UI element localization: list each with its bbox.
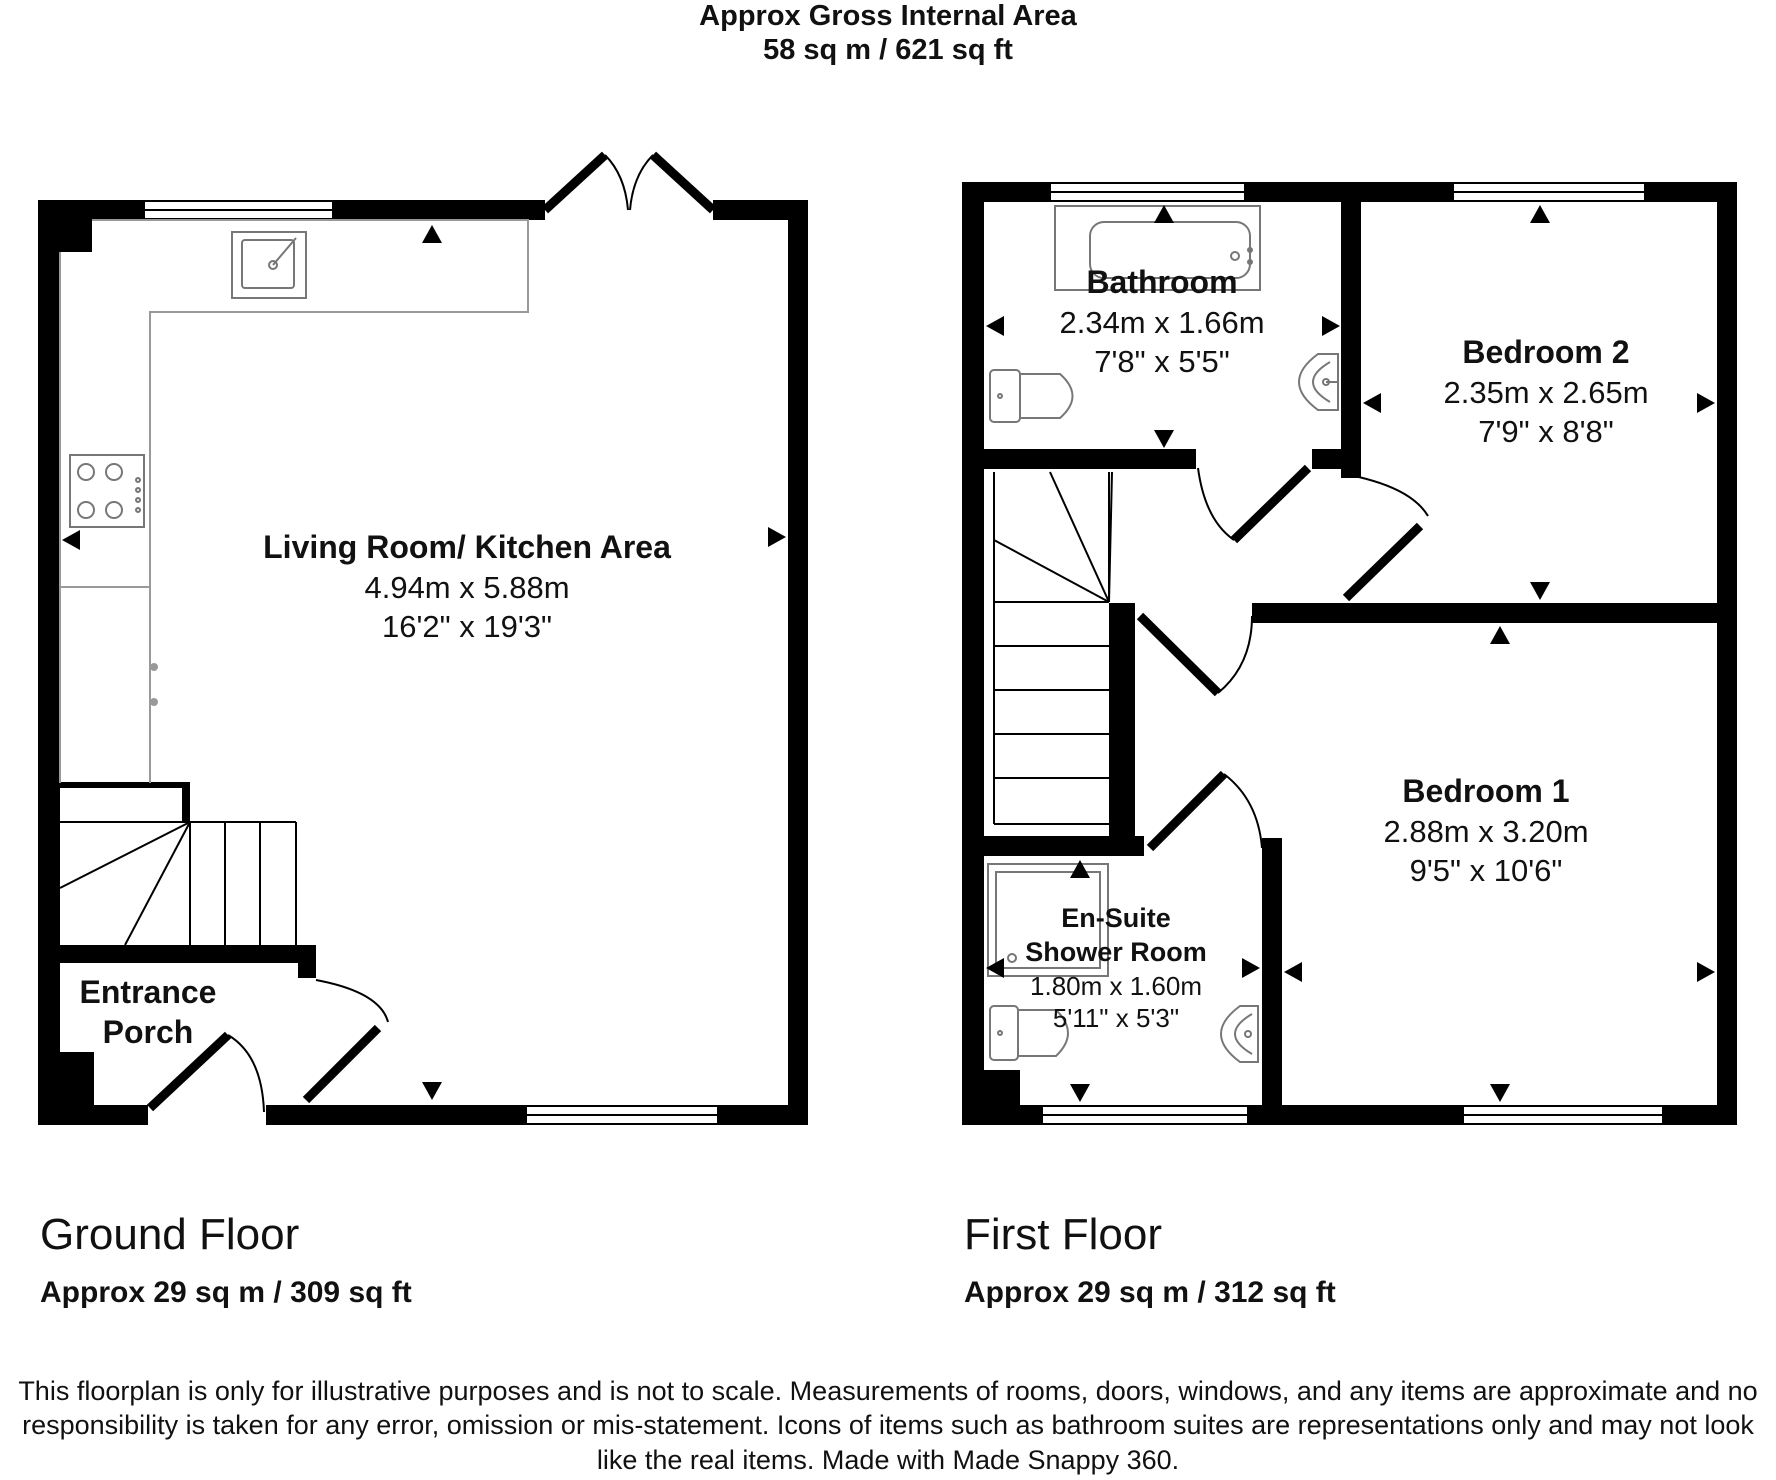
first-floor-label: First Floor <box>964 1210 1162 1259</box>
disclaimer-text: This floorplan is only for illustrative … <box>18 1376 1758 1475</box>
dim-arrow-up-icon <box>1154 205 1174 223</box>
ground-corner-block <box>60 220 92 252</box>
room-name: Bedroom 1 <box>1402 773 1570 809</box>
first-wall-top-a <box>962 182 1050 202</box>
bedroom2-door <box>1342 473 1429 602</box>
first-staircase <box>993 471 1113 825</box>
dim-arrow-right-icon <box>1697 393 1715 413</box>
room-metric: 2.35m x 2.65m <box>1443 374 1649 410</box>
room-label-living-kitchen: Living Room/ Kitchen Area 4.94m x 5.88m … <box>263 527 671 646</box>
dim-arrow-left-icon <box>62 530 80 550</box>
bedroom1-door <box>1136 612 1253 697</box>
first-wall-top-c <box>1645 182 1737 202</box>
room-label-bedroom-1: Bedroom 1 2.88m x 3.20m 9'5" x 10'6" <box>1383 771 1588 890</box>
room-imperial: 5'11" x 5'3" <box>1052 1003 1180 1033</box>
dim-arrow-left-icon <box>986 316 1004 336</box>
room-imperial: 7'9" x 8'8" <box>1478 413 1614 449</box>
bath-bed2-wall <box>1341 182 1361 478</box>
bed2-bottom-wall <box>1252 603 1737 623</box>
porch-inner-door <box>302 979 389 1104</box>
stair-right-wall <box>1109 603 1135 853</box>
ground-wall-right <box>788 200 808 1125</box>
dim-arrow-right-icon <box>768 527 786 547</box>
dim-arrow-up-icon <box>1530 205 1550 223</box>
first-wall-bottom-a <box>962 1105 1042 1125</box>
room-metric: 2.34m x 1.66m <box>1059 304 1265 340</box>
room-label-bathroom: Bathroom 2.34m x 1.66m 7'8" x 5'5" <box>1059 262 1264 381</box>
room-imperial: 16'2" x 19'3" <box>381 608 552 644</box>
room-metric: 4.94m x 5.88m <box>364 569 570 605</box>
ground-wall-bottom-b <box>266 1105 526 1125</box>
first-wall-bottom-b <box>1248 1105 1463 1125</box>
ground-wall-left <box>38 200 60 1125</box>
room-metric: 2.88m x 3.20m <box>1383 813 1589 849</box>
ensuite-basin-icon <box>1220 1005 1259 1063</box>
ensuite-door <box>1146 770 1263 852</box>
ensuite-top-wall <box>984 836 1144 856</box>
ensuite-toilet-icon <box>989 1005 1069 1061</box>
dim-arrow-left-icon <box>1284 962 1302 982</box>
first-floor-area: Approx 29 sq m / 312 sq ft <box>964 1276 1336 1309</box>
room-name: Bedroom 2 <box>1462 334 1630 370</box>
room-label-bedroom-2: Bedroom 2 2.35m x 2.65m 7'9" x 8'8" <box>1443 332 1648 451</box>
room-name-line2: Porch <box>102 1014 194 1050</box>
room-name: Living Room/ Kitchen Area <box>263 529 671 565</box>
dim-arrow-left-icon <box>986 958 1004 978</box>
ground-floor-label: Ground Floor <box>40 1210 300 1259</box>
bathroom-door <box>1197 464 1312 544</box>
porch-wall-top <box>60 945 306 963</box>
dim-arrow-down-icon <box>1530 582 1550 600</box>
ground-wall-top-b <box>333 200 545 220</box>
bathroom-toilet-icon <box>989 369 1074 423</box>
dim-arrow-up-icon <box>1070 860 1090 878</box>
porch-front-door <box>146 1031 265 1113</box>
shower-tray-icon <box>987 863 1109 977</box>
room-label-entrance-porch: Entrance Porch <box>80 972 217 1052</box>
dim-arrow-up-icon <box>422 225 442 243</box>
bathroom-basin-icon <box>1298 353 1339 411</box>
room-name-line2: Shower Room <box>1025 936 1207 967</box>
dim-arrow-down-icon <box>1070 1084 1090 1102</box>
ground-wall-top-a <box>38 200 144 220</box>
room-name: Bathroom <box>1086 264 1238 300</box>
stair-wall-top <box>60 782 190 788</box>
ensuite-right-wall <box>1262 838 1282 1125</box>
first-wall-left <box>962 182 984 1125</box>
ground-porch-block <box>60 1052 94 1105</box>
dim-arrow-right-icon <box>1697 962 1715 982</box>
first-wall-bottom-c <box>1663 1105 1737 1125</box>
bath-bottom-wall <box>984 449 1196 469</box>
room-name-line1: En-Suite <box>1061 903 1171 933</box>
kitchen-units <box>59 219 529 783</box>
dim-arrow-down-icon <box>1490 1084 1510 1102</box>
gross-area-total: 58 sq m / 621 sq ft <box>763 34 1013 66</box>
ground-wall-top-c <box>713 200 808 220</box>
room-label-ensuite: En-Suite Shower Room 1.80m x 1.60m 5'11"… <box>1025 902 1207 1035</box>
stair-wall-post <box>182 782 190 822</box>
hob-icon <box>69 454 145 528</box>
dim-arrow-down-icon <box>422 1082 442 1100</box>
bath-bottom-stub <box>1312 449 1361 469</box>
room-metric: 1.80m x 1.60m <box>1030 970 1202 1001</box>
dim-arrow-up-icon <box>1490 626 1510 644</box>
ground-wall-bottom-a <box>38 1105 148 1125</box>
room-imperial: 7'8" x 5'5" <box>1094 343 1230 379</box>
kitchen-sink-icon <box>231 231 307 299</box>
ground-floor-area: Approx 29 sq m / 309 sq ft <box>40 1276 412 1309</box>
dim-arrow-right-icon <box>1322 316 1340 336</box>
dim-arrow-left-icon <box>1363 393 1381 413</box>
room-imperial: 9'5" x 10'6" <box>1409 852 1563 888</box>
room-name-line1: Entrance <box>79 974 217 1010</box>
ground-wall-bottom-c <box>718 1105 808 1125</box>
dim-arrow-right-icon <box>1242 958 1260 978</box>
gross-area-title: Approx Gross Internal Area <box>699 0 1077 32</box>
first-wall-right <box>1717 182 1737 1125</box>
porch-wall-stub <box>298 945 316 978</box>
ensuite-corner-block <box>984 1070 1020 1105</box>
french-doors <box>541 151 717 214</box>
dim-arrow-down-icon <box>1154 430 1174 448</box>
ground-staircase <box>59 821 297 946</box>
